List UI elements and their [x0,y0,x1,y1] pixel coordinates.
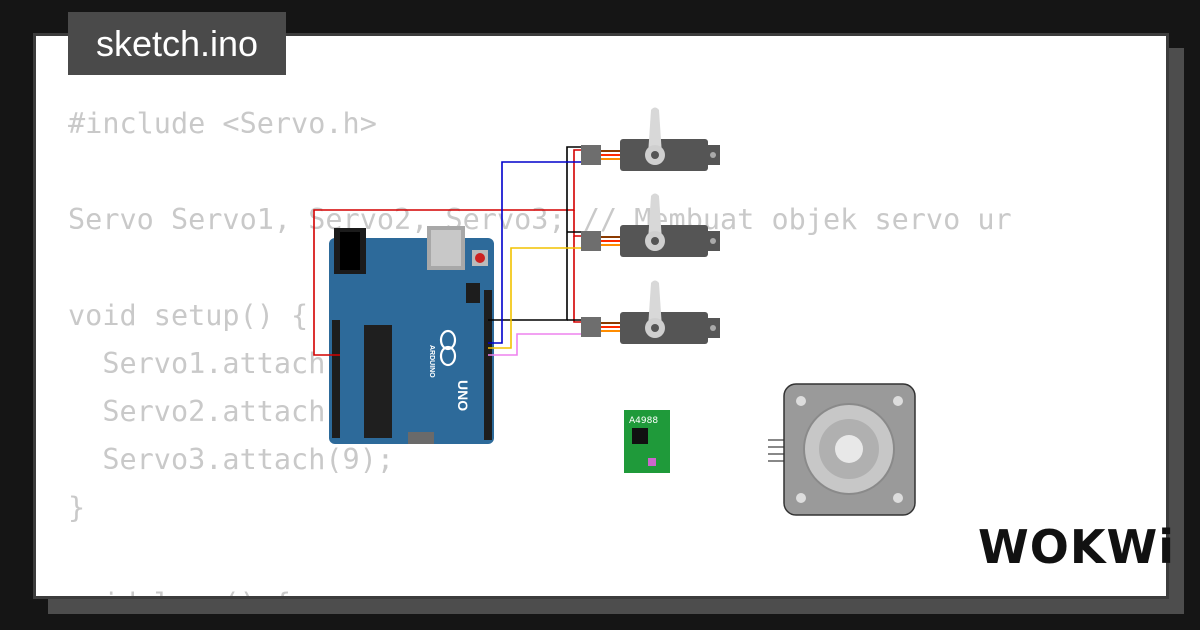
arduino-infinity-logo [439,329,457,367]
code-line: void loop() { [68,580,1012,596]
driver-label: A4988 [629,416,658,426]
preview-card: #include <Servo.h>Servo Servo1, Servo2, … [33,33,1169,599]
arduino-uno-board: ARDUINO UNO [329,226,494,444]
servo-motor-1 [581,107,720,171]
board-brand: ARDUINO [428,345,435,378]
board-model: UNO [455,380,471,411]
a4988-driver-board: A4988 [624,410,670,473]
code-line: } [68,491,86,524]
code-editor-preview: #include <Servo.h>Servo Servo1, Servo2, … [68,100,1012,596]
code-line: void setup() { [68,299,309,332]
servo-motor-3 [581,280,720,344]
code-line: #include <Servo.h> [68,107,377,140]
stepper-motor-icon [768,383,916,516]
sketch-filename-tab[interactable]: sketch.ino [68,12,286,75]
code-line: Servo2.attach( [68,395,343,428]
servo-motor-2 [581,193,720,257]
circuit-diagram: ARDUINO UNO [313,107,916,516]
code-line: Servo1.attach( [68,347,343,380]
wokwi-logo: WOKWi [978,520,1175,574]
code-line: Servo3.attach(9); [68,443,395,476]
